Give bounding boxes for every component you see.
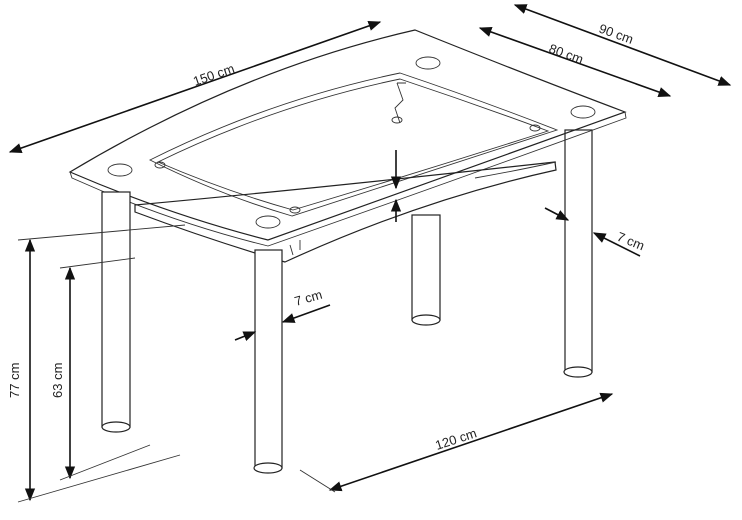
dim-label-shelf-height: 63 cm xyxy=(50,363,65,398)
back-right-leg xyxy=(563,129,593,378)
lower-shelf xyxy=(134,161,557,263)
dimension-lines xyxy=(8,4,732,503)
dim-label-length: 150 cm xyxy=(191,61,236,89)
dim-label-inner-width: 80 cm xyxy=(547,41,585,67)
dim-label-height: 77 cm xyxy=(7,363,22,398)
back-middle-leg xyxy=(411,214,441,326)
front-leg xyxy=(253,249,283,474)
front-left-leg xyxy=(101,191,131,433)
glass-tabletop xyxy=(68,29,627,247)
dim-label-leg-offset-side: 7 cm xyxy=(615,229,647,253)
dim-label-leg-offset-front: 7 cm xyxy=(293,287,324,309)
glass-holders xyxy=(107,56,596,229)
dim-label-leg-spacing: 120 cm xyxy=(433,425,478,452)
